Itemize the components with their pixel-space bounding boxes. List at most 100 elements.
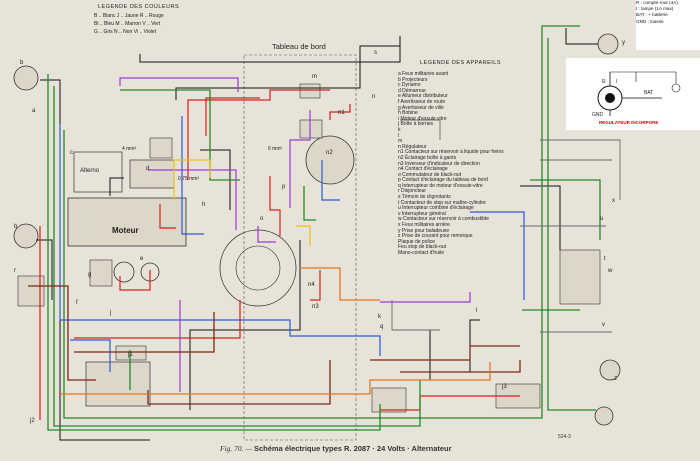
terminal-key-inset: R : compte-rour (4A) I : lampe (1A max) … <box>636 0 700 50</box>
ref-label: t <box>604 256 606 262</box>
ref-label: d <box>146 166 150 172</box>
grey-wires <box>391 119 621 333</box>
ref-label: p <box>282 184 286 190</box>
ref-label: n2 <box>326 150 333 156</box>
orange-wires <box>60 267 491 395</box>
ref-label: n1 <box>338 110 345 116</box>
regulator-inset: BAT GND R I REGULATEUR INCORPORE <box>566 58 700 130</box>
terminal-key-row: I : lampe (1A max) <box>636 6 674 12</box>
device-legend-item: c Dynamo <box>398 82 421 89</box>
wire-gauge-label: 0,75 mm² <box>178 176 200 182</box>
caption-title: Schéma électrique types R. 2087 · 24 Vol… <box>253 444 452 453</box>
device-legend-item: q Interrupteur de moteur d'essuie-vitre <box>398 182 483 189</box>
ref-label: n <box>372 94 376 100</box>
regulator-terminal: I <box>616 79 618 85</box>
ref-label: h <box>202 202 206 208</box>
green-wires <box>47 25 601 431</box>
color-legend-row: B .. Blanc J .. Jaune R .. Rouge <box>94 13 164 19</box>
device-legend-item: j Boîte à bornes <box>398 121 434 128</box>
ref-label: g <box>88 272 92 278</box>
ref-label: s <box>374 50 377 56</box>
device-legend-item: t Contacteur de stop sur maître-cylindre <box>398 199 486 206</box>
color-legend-title: LEGENDE DES COULEURS <box>98 4 180 10</box>
device-legend-item: u Interrupteur combiné d'éclairage <box>398 205 474 212</box>
red-wires <box>39 89 520 420</box>
ref-label: j3 <box>502 384 507 390</box>
ref-label: y <box>622 40 625 46</box>
device-legend-item: w Contacteur sur réservoir à combustible <box>398 216 489 223</box>
ref-label: c <box>70 150 73 156</box>
purple-wires <box>119 77 471 392</box>
ref-label: m <box>312 74 317 80</box>
device-legend-item: h Bobine <box>398 110 418 117</box>
ref-label: k <box>378 314 381 320</box>
ref-label: a <box>32 108 36 114</box>
ref-label: b <box>14 224 18 230</box>
terminal-key-row: R : compte-rour (4A) <box>636 0 678 5</box>
device-legend-item: v Interrupteur général <box>398 210 446 217</box>
ref-label: w <box>608 268 613 274</box>
regulator-label: REGULATEUR INCORPORE <box>599 120 659 125</box>
device-legend-item: z Prise de courant pour remorque <box>398 233 473 240</box>
device-legend-item: i Moteur d'essuie vitre <box>398 115 447 122</box>
device-legend-item: b Projecteurs <box>398 76 428 83</box>
ref-label: o <box>260 216 264 222</box>
device-legend-item: g Avertisseur de ville <box>398 104 444 111</box>
ref-label: e <box>140 256 144 262</box>
device-legend-item: s Témoin de clignotants <box>398 194 451 201</box>
regulator-terminal: BAT <box>644 90 654 96</box>
device-legend-item: y Prise pour baladeuse <box>398 227 450 234</box>
device-legend-title: LEGENDE DES APPAREILS <box>420 60 502 66</box>
blue-wires <box>59 116 525 372</box>
ref-label: l <box>476 308 478 314</box>
device-legend-item: Feu stop de black-out <box>398 244 447 251</box>
color-legend-row: G .. Gris N .. Noir Vi .. Violet <box>94 29 157 35</box>
ref-label: n4 <box>308 282 315 288</box>
device-legend-item: p Contact d'éclairage du tableau de bord <box>398 177 488 184</box>
wire-gauge-label: 6 mm² <box>268 146 283 152</box>
device-legend-item: r Disjoncteur <box>398 188 427 195</box>
ref-label: j1 <box>128 352 133 358</box>
device-legend-item: l <box>398 132 400 139</box>
yellow-wires <box>173 159 311 246</box>
device-legend-item: d Démarreur <box>398 87 427 94</box>
headlamps <box>13 33 621 426</box>
ref-label: j2 <box>30 418 35 424</box>
wire-gauge-label: 4 mm² <box>122 146 137 152</box>
color-legend-row: Bl .. Bleu M .. Marron V .. Vert <box>94 21 161 27</box>
figure-caption: Fig. 70. — Schéma électrique types R. 20… <box>220 444 452 453</box>
ref-label: u <box>600 216 604 222</box>
device-legend-item: n2 Éclairage boîte à gants <box>398 154 457 161</box>
device-legend-item: n Régulateur <box>398 143 427 150</box>
ref-label: r <box>14 268 16 274</box>
device-legend-item: n3 Inverseur d'indicateur de direction <box>398 160 480 167</box>
device-legend-item: Mano-contact d'huile <box>398 250 444 256</box>
device-legend-item: x Feux militaires arrière <box>398 222 450 229</box>
ref-label: q <box>380 324 384 330</box>
device-legend-item: n1 Contacteur sur réservoir à liquide po… <box>398 149 504 156</box>
regulator-diagram <box>597 71 681 116</box>
device-legend-item: m <box>398 138 403 145</box>
dashboard-panel <box>219 54 357 441</box>
engine-label: Moteur <box>112 226 139 235</box>
caption-prefix: Fig. 70. — <box>220 444 253 453</box>
terminal-key-row: BAT : + batterie <box>636 12 668 18</box>
dashboard-title: Tableau de bord <box>272 42 326 51</box>
terminal-key-row: GND : masse <box>636 18 664 24</box>
device-legend-item: k <box>398 126 401 133</box>
ref-label: f <box>76 300 78 306</box>
device-legend-item: n4 Contact d'éclairage <box>398 166 448 173</box>
regulator-terminal: GND <box>592 112 604 118</box>
ref-label: x <box>612 198 615 204</box>
ref-label: n3 <box>312 304 319 310</box>
device-legend-list: a Feux militaires avant b Projecteurs c … <box>398 71 536 257</box>
ref-label: j <box>110 310 112 316</box>
page-number: 524-3 <box>558 434 571 440</box>
device-legend-item: o Commutateur de black-out <box>398 171 462 178</box>
ref-label: v <box>602 322 605 328</box>
regulator-terminal: R <box>602 79 606 85</box>
alternator-label: Alterno <box>80 168 100 174</box>
brown-wires <box>28 285 521 405</box>
